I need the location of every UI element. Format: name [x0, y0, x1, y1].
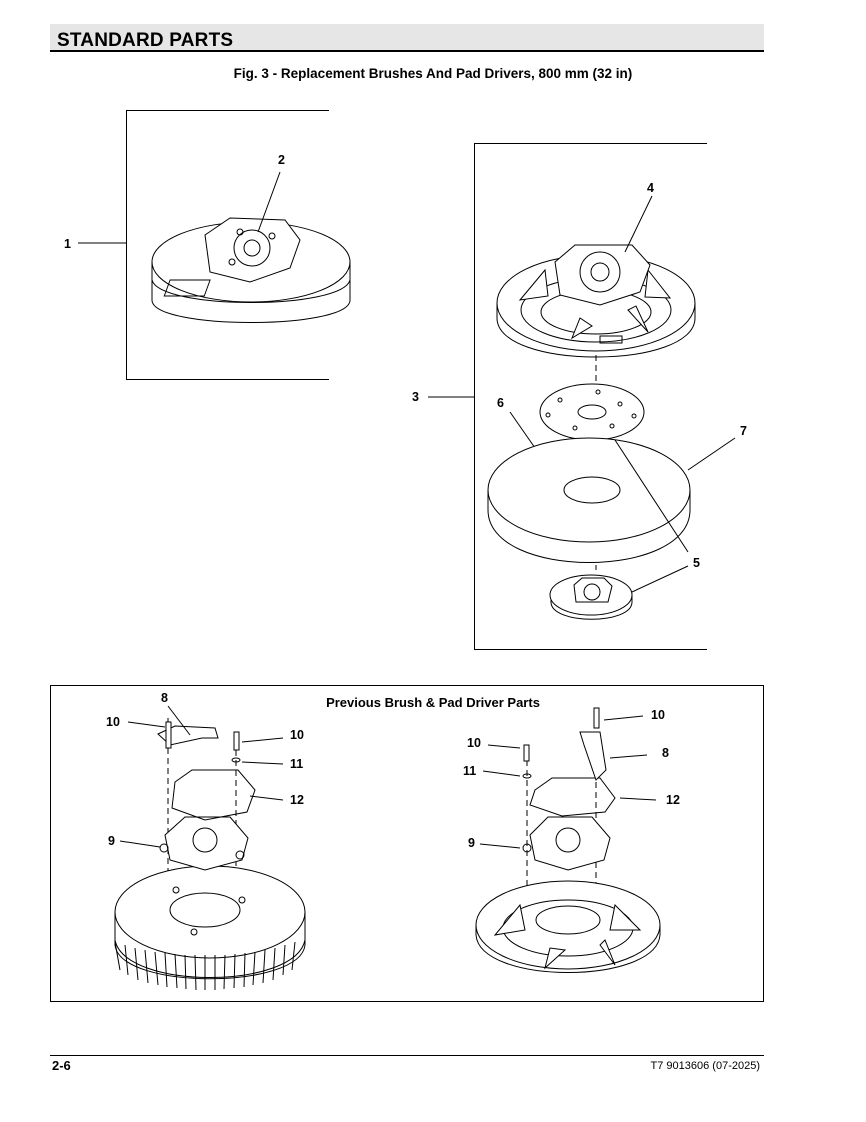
callout-3: 3: [412, 390, 419, 404]
prev-left-callout-11: 11: [290, 757, 304, 771]
callout-1: 1: [64, 237, 71, 251]
section-title: STANDARD PARTS: [57, 30, 234, 51]
prev-right-callout-8: 8: [662, 746, 669, 760]
center-hub-drawing: [549, 439, 689, 620]
document-id: T7 9013606 (07-2025): [650, 1060, 760, 1072]
brush-assembly-drawing: [78, 171, 351, 323]
prev-right-callout-9: 9: [468, 836, 475, 850]
callout-7: 7: [740, 424, 747, 438]
previous-parts-box: [50, 685, 764, 1002]
prev-left-callout-10b: 10: [290, 728, 304, 742]
callout-6: 6: [497, 396, 504, 410]
callout-5: 5: [693, 556, 700, 570]
section-header-bar: [50, 24, 764, 52]
previous-right-drawing: [475, 707, 661, 973]
previous-parts-title: Previous Brush & Pad Driver Parts: [326, 695, 540, 710]
footer-rule: [50, 1055, 764, 1056]
prev-right-callout-11: 11: [463, 764, 477, 778]
previous-left-drawing: [114, 705, 306, 991]
prev-left-callout-10a: 10: [106, 715, 120, 729]
mounting-plate-drawing: [539, 383, 645, 441]
prev-left-callout-12: 12: [290, 793, 304, 807]
prev-left-callout-8: 8: [161, 691, 168, 705]
prev-left-callout-9: 9: [108, 834, 115, 848]
callout-2: 2: [278, 153, 285, 167]
pad-driver-drawing: [496, 195, 696, 358]
callout-4: 4: [647, 181, 654, 195]
pad-drawing: [487, 437, 736, 563]
page-number: 2-6: [52, 1058, 71, 1073]
pad-driver-frame: [474, 143, 707, 650]
prev-right-callout-10b: 10: [467, 736, 481, 750]
prev-right-callout-10a: 10: [651, 708, 665, 722]
figure-caption: Fig. 3 - Replacement Brushes And Pad Dri…: [233, 66, 633, 81]
brush-frame: [126, 110, 329, 380]
prev-right-callout-12: 12: [666, 793, 680, 807]
